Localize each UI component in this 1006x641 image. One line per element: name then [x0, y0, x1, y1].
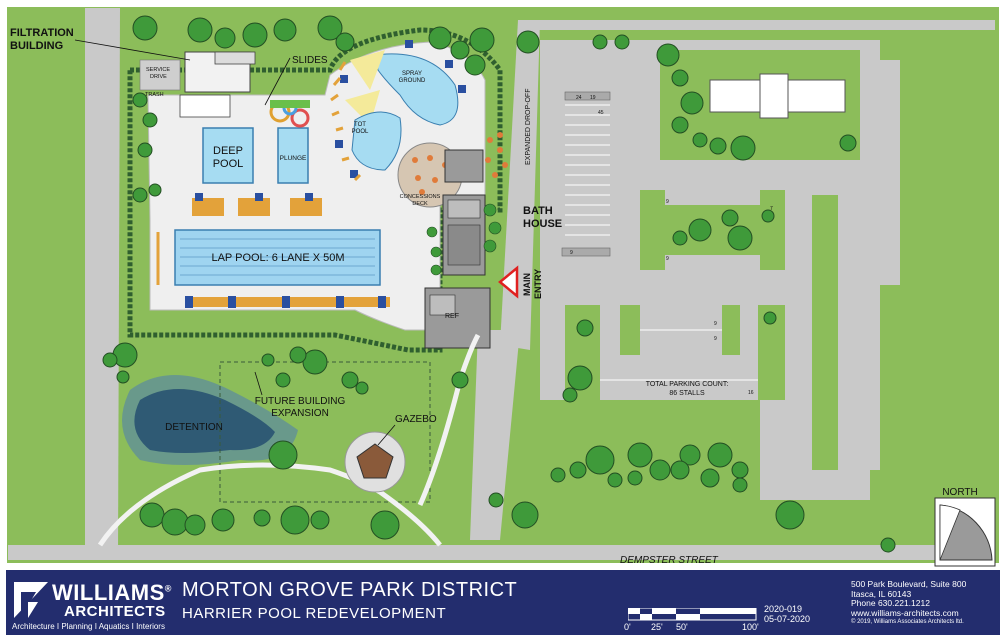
label-service-drive-1: SERVICE: [146, 67, 170, 73]
stall-count-9a: 9: [666, 199, 669, 205]
williams-architects-logo: WILLIAMS® ARCHITECTS Architecture I Plan…: [12, 576, 172, 631]
label-north: NORTH: [942, 487, 977, 498]
stall-count-19: 19: [590, 95, 596, 101]
lap-pool-chairs-bottom: [185, 296, 390, 308]
stall-count-9e: 9: [714, 336, 717, 342]
trees: [102, 15, 896, 553]
detention-pond-inner: [134, 389, 275, 453]
label-plunge: PLUNGE: [280, 155, 307, 162]
label-future-building-2: EXPANSION: [271, 408, 329, 419]
walking-path: [97, 462, 442, 547]
project-subtitle: HARRIER POOL REDEVELOPMENT: [182, 605, 447, 622]
label-main-entry-2: ENTRY: [533, 269, 543, 299]
future-building-leader: [254, 371, 263, 396]
label-slides: SLIDES: [292, 55, 328, 66]
label-expanded-drop-off: EXPANDED DROP-OFF: [525, 89, 532, 166]
lap-pool-lanes: [180, 238, 375, 276]
stall-count-9b: 9: [666, 256, 669, 262]
stall-count-7: 7: [770, 206, 773, 212]
main-entry-marker: [498, 265, 519, 299]
label-dempster-street: DEMPSTER STREET: [620, 555, 719, 566]
pavement: [8, 8, 995, 560]
label-deep-pool-1: DEEP: [213, 145, 243, 157]
shade-structures: [335, 40, 466, 178]
label-lap-pool: LAP POOL: 6 LANE X 50M: [211, 252, 344, 264]
address-line-2: Itasca, IL 60143: [851, 588, 912, 599]
parking-stripes: [565, 94, 758, 381]
gazebo-leader: [377, 424, 396, 446]
north-arrow: [934, 497, 996, 567]
title-block: WILLIAMS® ARCHITECTS Architecture I Plan…: [6, 570, 1000, 635]
label-spray-ground-2: GROUND: [399, 78, 426, 84]
bath-house-shrubs: [426, 203, 502, 276]
label-parking-count-2: 86 STALLS: [669, 390, 705, 397]
label-gazebo: GAZEBO: [395, 414, 437, 425]
label-concessions-deck-2: DECK: [412, 201, 428, 207]
slides: [269, 100, 310, 128]
label-main-entry-1: MAIN: [522, 273, 532, 296]
site-plan-map: FILTRATION BUILDING SERVICE DRIVE TRASH …: [0, 0, 1006, 570]
label-filtration-building-1: FILTRATION: [10, 27, 74, 39]
address-line-4: www.williams-architects.com: [851, 607, 959, 618]
scale-bar: [628, 608, 757, 621]
label-filtration-building-2: BUILDING: [10, 40, 63, 52]
project-date: 05-07-2020: [764, 614, 811, 624]
address-line-1: 500 Park Boulevard, Suite 800: [851, 579, 967, 589]
label-tot-pool-1: TOT: [354, 122, 366, 128]
scale-label-0: 0': [624, 622, 631, 632]
project-title: MORTON GROVE PARK DISTRICT: [182, 579, 518, 601]
stall-count-9d: 9: [714, 321, 717, 327]
copyright: © 2019, Williams Associates Architects l…: [851, 619, 964, 625]
stall-count-24: 24: [576, 95, 582, 101]
label-ref: REF: [445, 313, 459, 320]
deck-lounge-rows: [192, 193, 322, 216]
parking-hatch-bottom: [561, 247, 611, 257]
gazebo-roof: [356, 443, 394, 479]
stall-count-16: 16: [748, 390, 754, 396]
logo-mark-icon: [14, 582, 48, 618]
label-service-drive-2: DRIVE: [150, 74, 167, 80]
label-bath-house-2: HOUSE: [523, 218, 562, 230]
label-parking-count-1: TOTAL PARKING COUNT:: [646, 381, 729, 388]
label-concessions-deck-1: CONCESSIONS: [400, 194, 441, 200]
label-detention: DETENTION: [165, 422, 223, 433]
project-number: 2020-019 05-07-2020: [764, 604, 810, 624]
lounge-chairs-arc: [330, 61, 362, 182]
slides-leader: [264, 57, 291, 106]
logo-name: WILLIAMS®: [52, 580, 172, 605]
stall-count-45: 45: [598, 110, 604, 116]
scale-label-100: 100': [742, 622, 759, 632]
logo-tagline: Architecture I Planning I Aquatics I Int…: [12, 622, 165, 631]
deep-pool: [202, 127, 254, 184]
bath-house: [442, 149, 486, 276]
plunge-pool: [277, 127, 309, 184]
map-labels: FILTRATION BUILDING SERVICE DRIVE TRASH …: [10, 27, 978, 566]
scale-label-25: 25': [651, 622, 663, 632]
logo-name-2: ARCHITECTS: [64, 603, 166, 620]
scale-label-50: 50': [676, 622, 688, 632]
label-spray-ground-1: SPRAY: [402, 71, 422, 77]
firm-address: 500 Park Boulevard, Suite 800 Itasca, IL…: [851, 579, 967, 628]
label-trash: TRASH: [145, 92, 164, 98]
stall-count-9c: 9: [570, 250, 573, 256]
address-line-3: Phone 630.221.1212: [851, 598, 930, 608]
filtration-building: [139, 51, 256, 118]
existing-building: [709, 73, 846, 119]
label-deep-pool-2: POOL: [213, 158, 244, 170]
label-tot-pool-2: POOL: [352, 129, 369, 135]
deck-tables: [412, 132, 508, 195]
project-number-value: 2020-019: [764, 604, 803, 614]
filtration-leader: [74, 39, 191, 61]
parking-hatch-top: [564, 91, 611, 101]
walking-path-2: [417, 333, 481, 507]
label-bath-house-1: BATH: [523, 205, 553, 217]
label-future-building-1: FUTURE BUILDING: [255, 396, 346, 407]
spray-ground: [345, 50, 459, 171]
